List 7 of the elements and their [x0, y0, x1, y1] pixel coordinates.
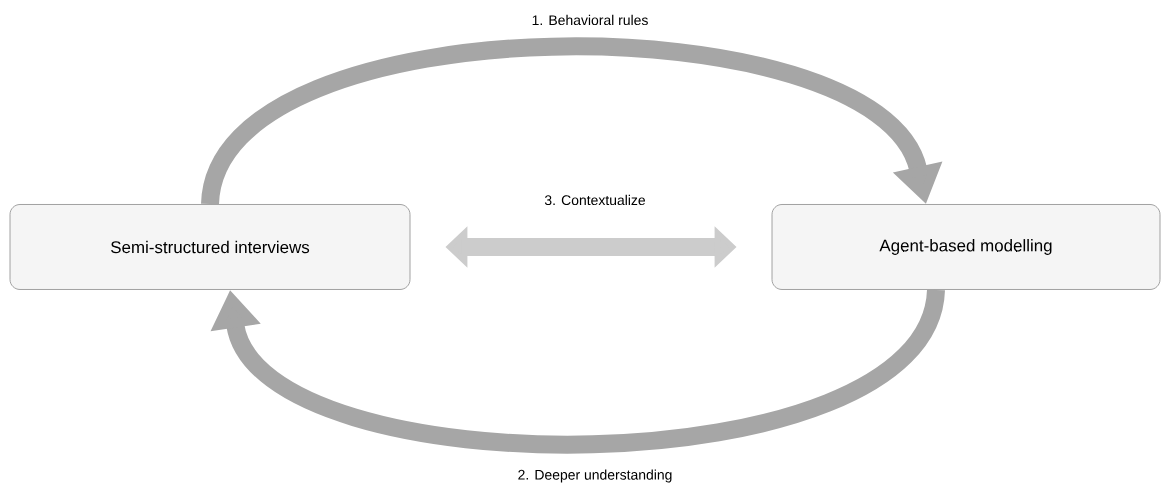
process-box: Semi-structured interviews: [9, 204, 411, 290]
arrow: [210, 287, 945, 454]
arrow: [201, 37, 943, 207]
edge-label: 1. Behavioral rules: [530, 13, 650, 27]
process-box: Agent-based modelling: [771, 204, 1161, 290]
edge-label: 2. Deeper understanding: [516, 468, 674, 484]
edge-label: 3. Contextualize: [543, 193, 647, 207]
